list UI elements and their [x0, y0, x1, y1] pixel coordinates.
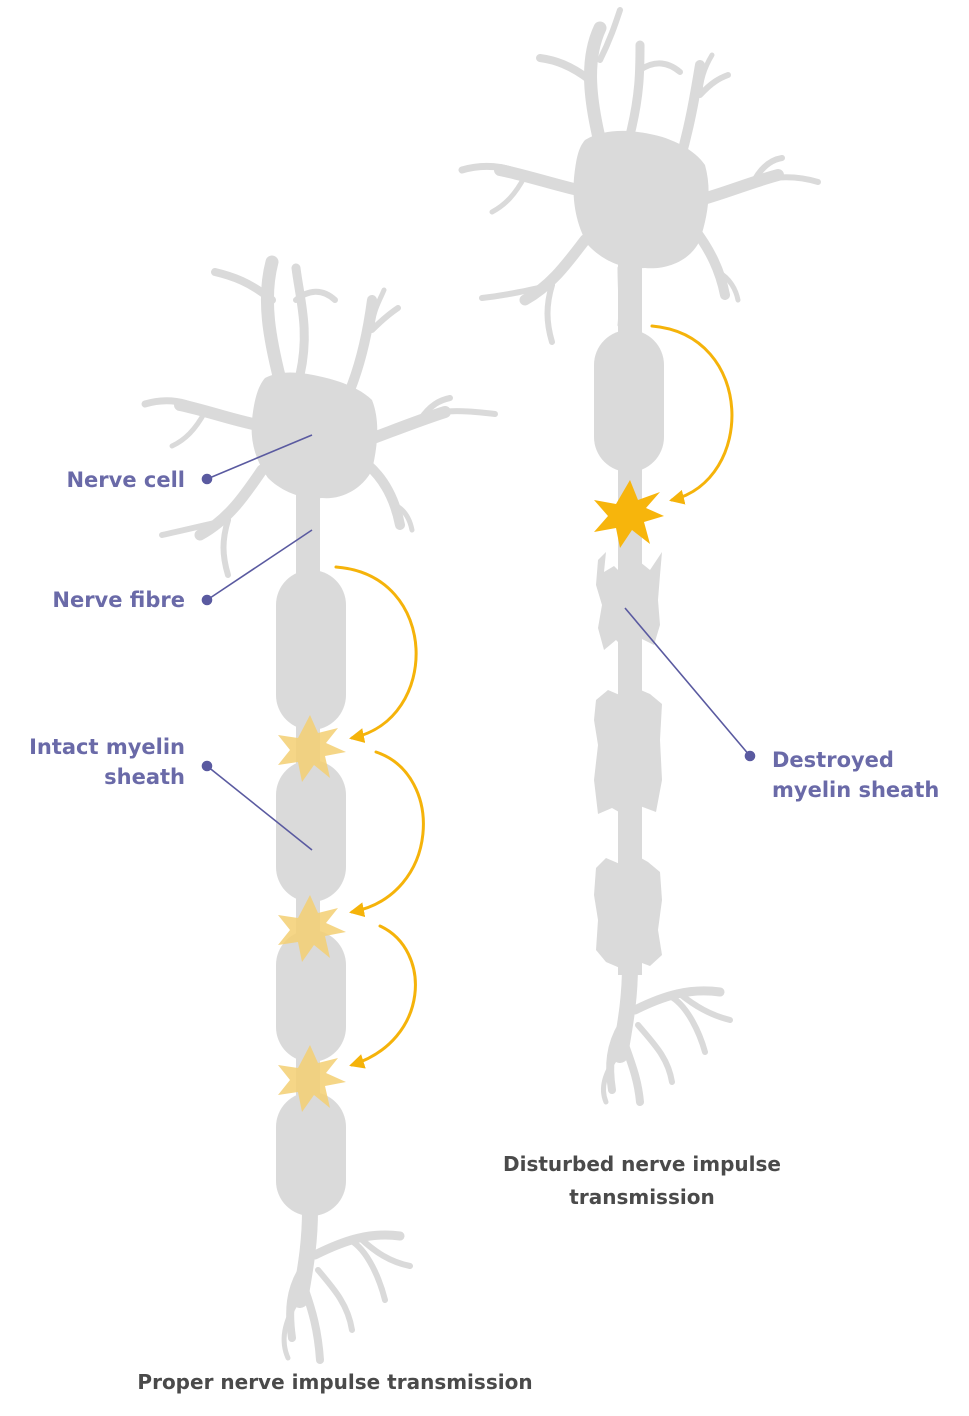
leader-dot-nerve-fibre	[203, 596, 212, 605]
damaged-myelin-1	[594, 330, 664, 472]
healthy-soma	[252, 373, 378, 499]
healthy-axon-terminals	[284, 1210, 410, 1360]
label-intact-line1: Intact myelin	[29, 732, 185, 762]
healthy-neuron	[145, 262, 495, 1360]
caption-disturbed-line1: Disturbed nerve impulse	[480, 1148, 804, 1181]
saltatory-arrow-1	[336, 567, 416, 738]
caption-disturbed-line2: transmission	[480, 1181, 804, 1214]
label-destroyed-myelin-sheath: Destroyed myelin sheath	[772, 745, 939, 805]
leader-dot-destroyed-sheath	[746, 752, 755, 761]
damaged-soma	[574, 131, 709, 268]
healthy-myelin-1	[276, 570, 346, 730]
label-destroyed-line1: Destroyed	[772, 745, 939, 775]
damaged-neuron	[462, 10, 818, 1102]
leader-dot-nerve-cell	[203, 475, 212, 484]
label-nerve-fibre: Nerve fibre	[52, 585, 185, 615]
saltatory-arrow-2	[352, 752, 423, 912]
saltatory-arrow-3	[352, 926, 415, 1065]
damaged-axon-terminals	[603, 965, 730, 1102]
label-intact-myelin-sheath: Intact myelin sheath	[29, 732, 185, 792]
label-intact-line2: sheath	[29, 762, 185, 792]
healthy-myelin-3	[276, 930, 346, 1062]
healthy-myelin-4	[276, 1092, 346, 1216]
caption-disturbed-transmission: Disturbed nerve impulse transmission	[480, 1148, 804, 1214]
healthy-impulse-arrows	[336, 567, 423, 1065]
caption-proper-transmission: Proper nerve impulse transmission	[110, 1366, 560, 1399]
leader-dot-intact-sheath	[203, 762, 212, 771]
label-nerve-cell: Nerve cell	[66, 465, 185, 495]
destroyed-myelin-3	[594, 854, 662, 968]
label-destroyed-line2: myelin sheath	[772, 775, 939, 805]
healthy-myelin-2	[276, 760, 346, 902]
destroyed-myelin-2	[594, 688, 662, 816]
